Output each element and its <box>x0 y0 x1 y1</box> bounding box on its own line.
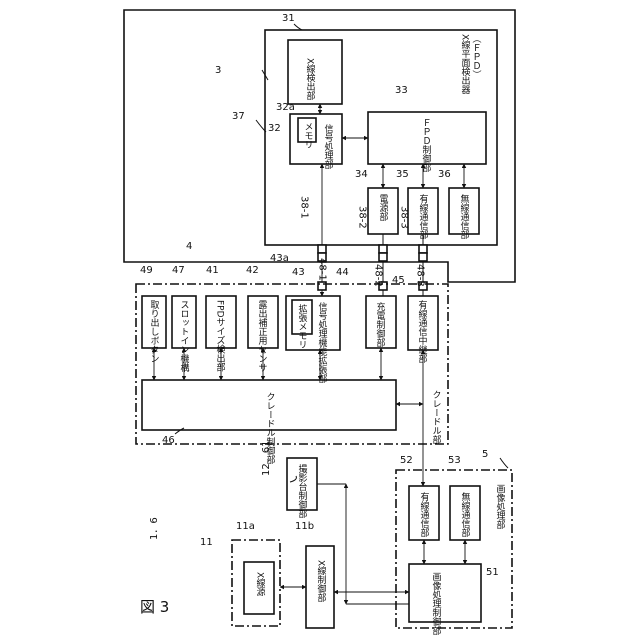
stand-ctrl-label: 撮影台制御部 <box>296 464 305 518</box>
connector-38-1 <box>318 245 326 253</box>
image-proc-title: 画像処理部 <box>494 484 503 529</box>
xray-ctrl-label: X線制御部 <box>315 560 324 602</box>
slot-in-ref: 47 <box>172 266 185 276</box>
connector-48-1-label: 48-1 <box>316 258 327 281</box>
detector-wired-label: 有線通信部 <box>417 194 426 239</box>
xray-source-label: X線源 <box>254 572 263 596</box>
connector-48-3-label: 48-3 <box>414 264 425 287</box>
charger-label: 充電制御部 <box>374 302 383 347</box>
detector-title-sub: （ＦＰＤ） <box>470 34 479 79</box>
connector-48-2-top <box>379 253 387 261</box>
image-wireless-label: 無線通信部 <box>459 492 468 537</box>
fpd-size-label: FPDサイズ検出部 <box>214 300 223 372</box>
ext-memory-ref: 43a <box>270 254 289 264</box>
cradle-ref: 4 <box>186 242 192 252</box>
image-ctrl-box <box>409 564 481 622</box>
sig-ext-ref: 43 <box>292 268 305 278</box>
memory-ref: 32a <box>276 103 295 113</box>
connector-38-2 <box>379 245 387 253</box>
relay-ref: 45 <box>392 276 405 286</box>
xray-detect-box <box>288 40 342 104</box>
ext-memory-label: 拡張メモリ <box>296 304 305 349</box>
connector-48-3-top <box>419 253 427 261</box>
cradle-title: クレードル部 <box>430 390 439 444</box>
exposure-sensor-label: 露出補正用センサ <box>256 300 265 372</box>
takeout-label: 取り出しボタン <box>148 300 157 363</box>
image-ctrl-label: 画像処理制御部 <box>430 572 439 635</box>
connector-38-2-label: 38-2 <box>356 206 367 229</box>
image-proc-ref: 5 <box>482 450 488 460</box>
image-wireless-ref: 53 <box>448 456 461 466</box>
connector-38-3 <box>419 245 427 253</box>
fpd-ctrl-ref: 33 <box>395 86 408 96</box>
image-wired-label: 有線通信部 <box>418 492 427 537</box>
xray-group-ref: 11 <box>200 538 213 548</box>
detector-title: X線平面検出器 <box>459 34 468 94</box>
detector-ref: 3 <box>215 66 221 76</box>
memory-label: メモリ <box>302 122 311 149</box>
takeout-ref: 49 <box>140 266 153 276</box>
image-ctrl-ref: 51 <box>486 568 499 578</box>
signal-proc-ref: 32 <box>268 124 281 134</box>
detector-wired-ref: 35 <box>396 170 409 180</box>
housing-ref: 37 <box>232 112 245 122</box>
xray-detect-ref: 31 <box>282 14 295 24</box>
sig-ext-label: 信号処理機能拡張部 <box>316 302 325 383</box>
power-label: 電源部 <box>377 194 386 221</box>
leader-5 <box>500 458 508 468</box>
xray-detect-label: X線検出部 <box>304 58 313 100</box>
xray-ctrl-ref: 11b <box>295 522 314 532</box>
cradle-ctrl-ref: 46 <box>162 436 175 446</box>
figure-title: 図 3 <box>140 600 169 615</box>
exposure-sensor-ref: 42 <box>246 266 259 276</box>
connector-38-1-label: 38-1 <box>298 196 309 219</box>
system-ref: 1．6 <box>150 517 160 540</box>
stand-ctrl-ref: 12．61 <box>262 441 272 476</box>
slot-in-label: スロットイン機構 <box>178 300 187 372</box>
connector-38-3-label: 38-3 <box>398 206 409 229</box>
image-wired-ref: 52 <box>400 456 413 466</box>
fpd-size-ref: 41 <box>206 266 219 276</box>
relay-label: 有線通信中継部 <box>416 300 425 363</box>
detector-wireless-label: 無線通信部 <box>458 194 467 239</box>
power-ref: 34 <box>355 170 368 180</box>
detector-wireless-ref: 36 <box>438 170 451 180</box>
xray-source-ref: 11a <box>236 522 255 532</box>
connector-48-2-label: 48-2 <box>372 264 383 287</box>
signal-proc-label: 信号処理部 <box>322 124 331 169</box>
charger-ref: 44 <box>336 268 349 278</box>
fpd-ctrl-label: ＦＰＤ制御部 <box>420 118 429 172</box>
